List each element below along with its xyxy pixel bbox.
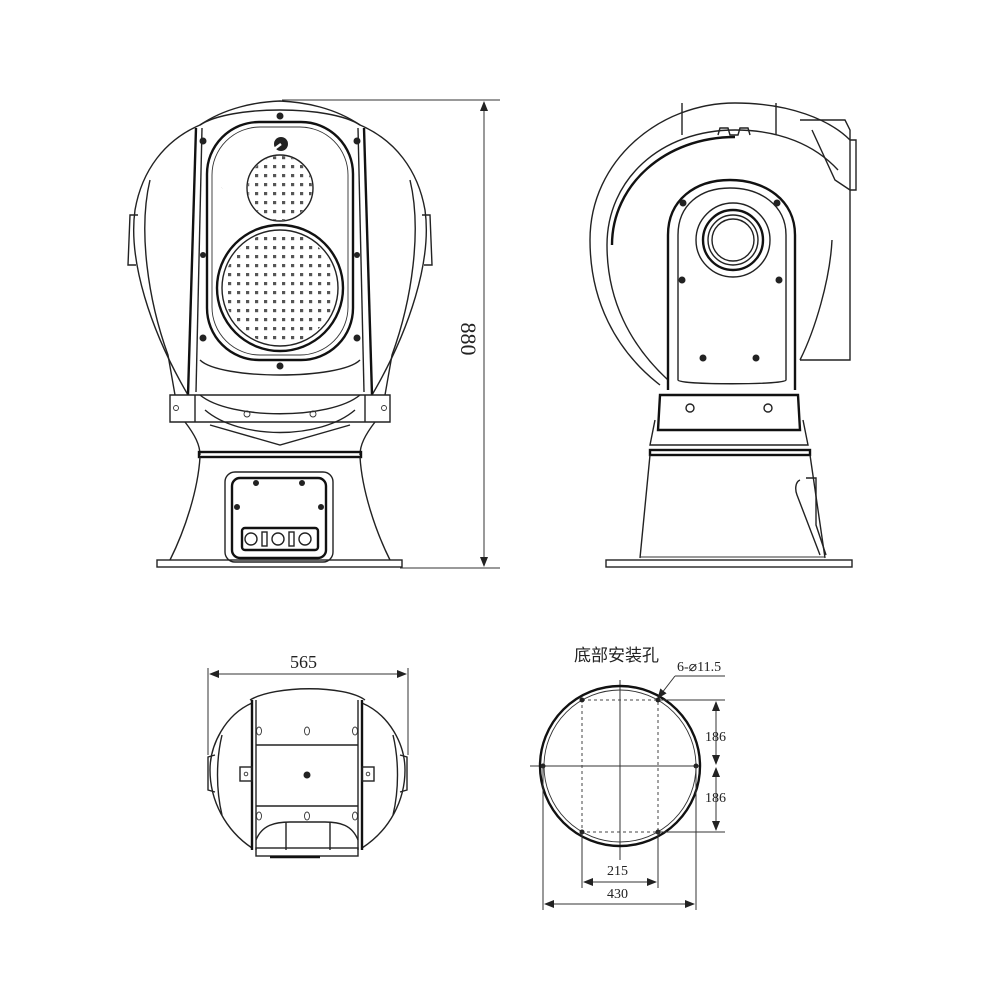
top-view	[207, 668, 409, 859]
mount-hole	[579, 697, 585, 703]
front-view	[127, 100, 433, 568]
base-diameter-label: 430	[607, 887, 628, 902]
hole-spacing-horizontal-label: 215	[607, 864, 628, 879]
height-dimension-label: 880	[456, 322, 481, 356]
base-mounting-title: 底部安装孔	[574, 646, 659, 666]
hole-spacing-lower-label: 186	[705, 791, 726, 806]
width-dimension-label: 565	[290, 652, 317, 672]
hole-spacing-upper-label: 186	[705, 730, 726, 745]
base-mounting-view	[530, 675, 725, 910]
side-view	[589, 102, 857, 568]
height-dimension	[282, 99, 500, 569]
hole-spec-label: 6-⌀11.5	[677, 660, 722, 675]
